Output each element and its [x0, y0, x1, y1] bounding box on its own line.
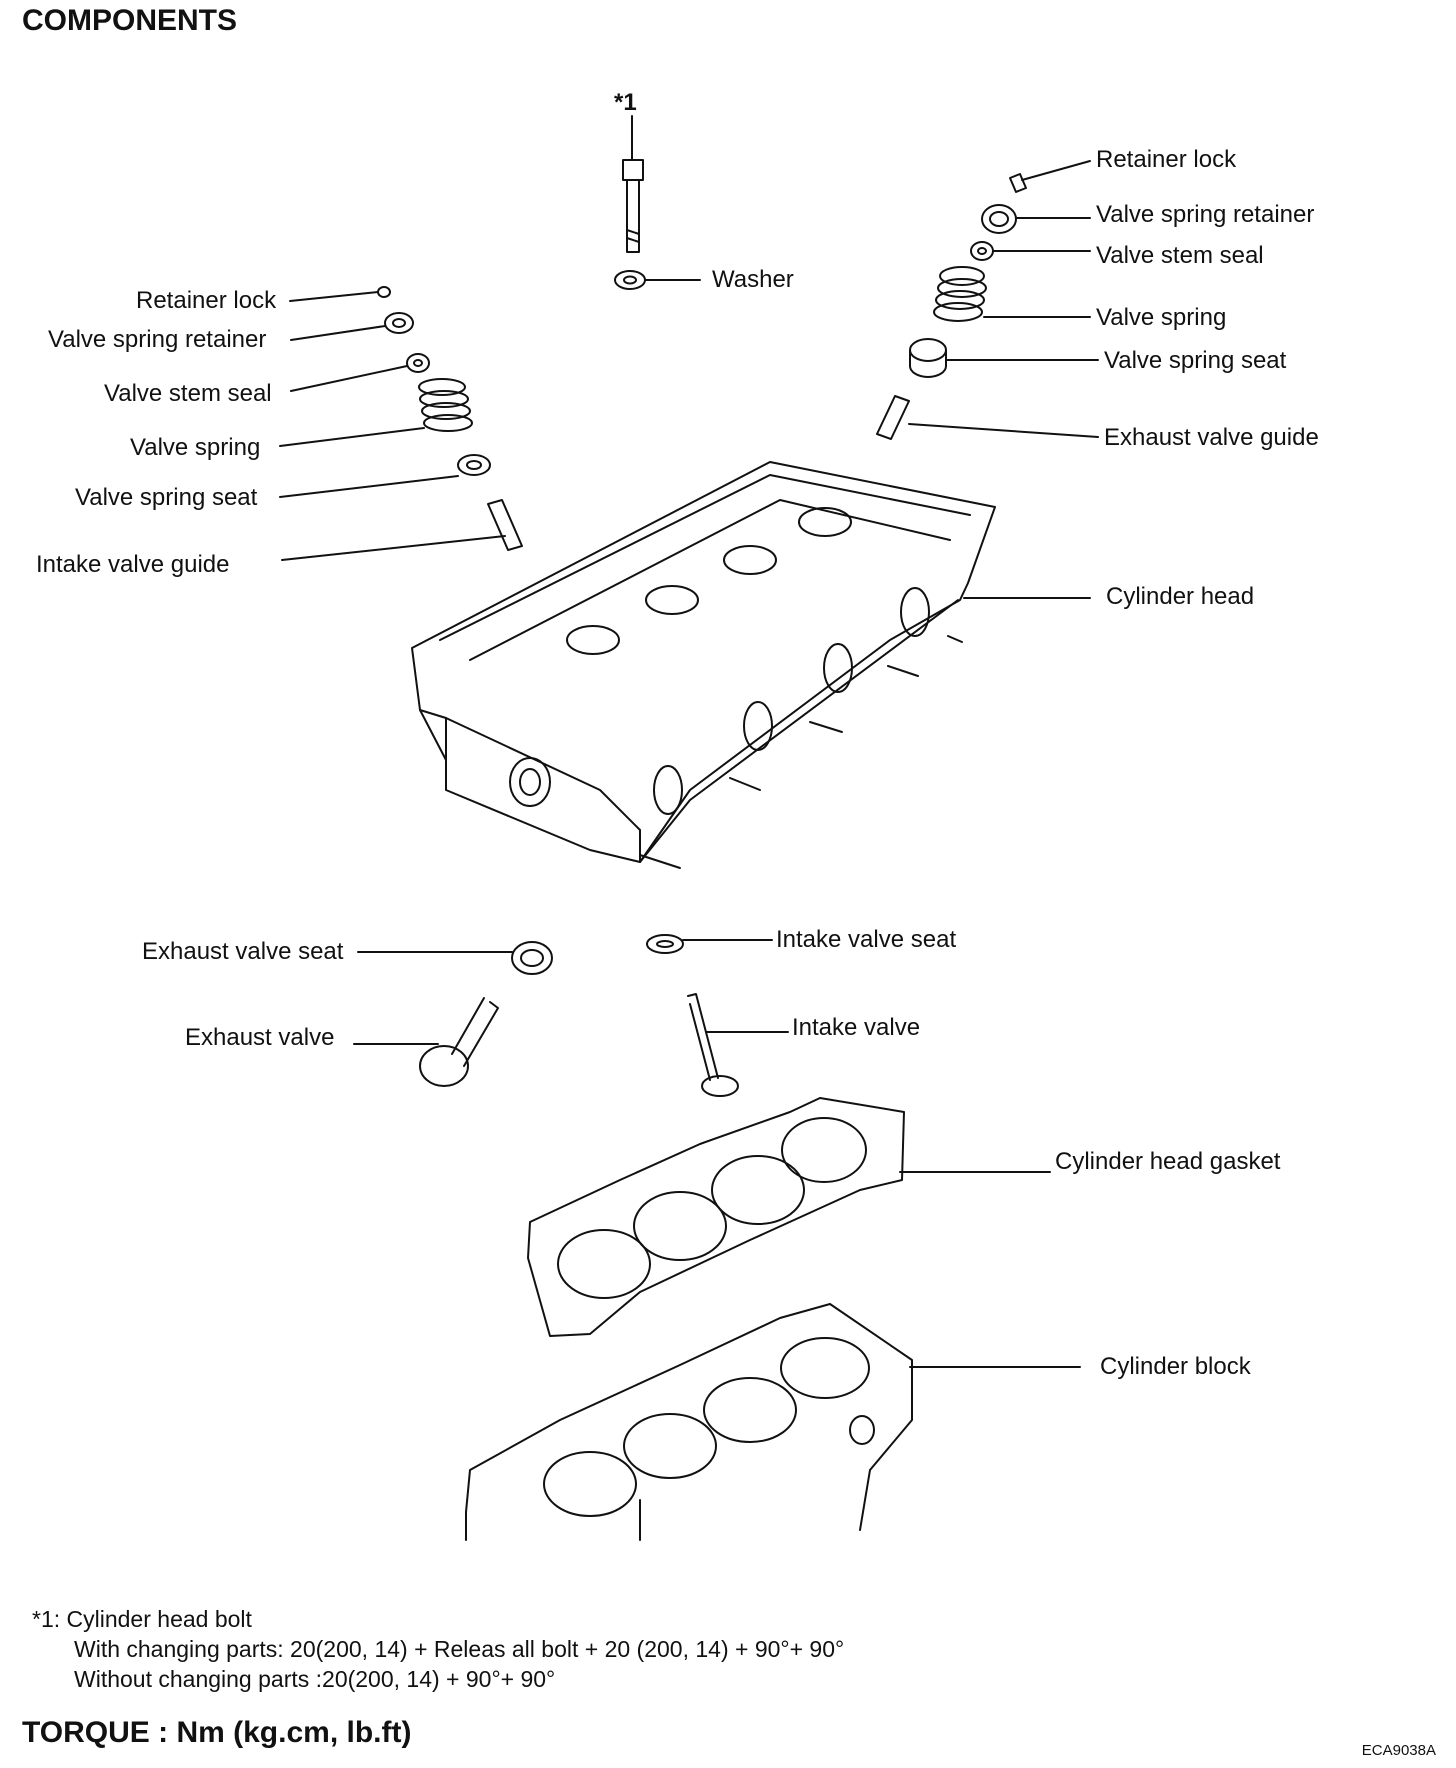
figure-code: ECA9038A — [1361, 1742, 1436, 1759]
right-valve-stem-seal-label: Valve stem seal — [1096, 242, 1264, 269]
valve-seats-and-valves — [353, 934, 789, 1097]
exhaust-valve-guide-label: Exhaust valve guide — [1104, 424, 1319, 451]
torque-units-heading: TORQUE : Nm (kg.cm, lb.ft) — [22, 1716, 412, 1749]
bolt-reference-label: *1 — [614, 89, 637, 116]
cylinder-head-gasket-label: Cylinder head gasket — [1055, 1148, 1281, 1175]
exhaust-valve-label: Exhaust valve — [185, 1024, 335, 1051]
right-valve-spring-seat-label: Valve spring seat — [1104, 347, 1287, 374]
exhaust-valve-seat-label: Exhaust valve seat — [142, 938, 344, 965]
cylinder-head-gasket-part — [527, 1097, 1051, 1337]
left-valve-stem-seal-label: Valve stem seal — [104, 380, 272, 407]
right-retainer-lock-label: Retainer lock — [1096, 146, 1237, 173]
cylinder-head-part — [411, 461, 1091, 869]
left-retainer-lock-label: Retainer lock — [136, 287, 277, 314]
washer-label: Washer — [712, 266, 794, 293]
torque-notes: *1: Cylinder head bolt With changing par… — [32, 1604, 844, 1694]
cylinder-block-part — [465, 1303, 1081, 1541]
left-valve-spring-seat-label: Valve spring seat — [75, 484, 258, 511]
left-valve-spring-label: Valve spring — [130, 434, 261, 461]
right-valve-train-parts — [876, 160, 1099, 440]
washer-part — [614, 270, 701, 290]
right-valve-spring-retainer-label: Valve spring retainer — [1096, 201, 1315, 228]
right-valve-spring-label: Valve spring — [1096, 304, 1227, 331]
cylinder-head-label: Cylinder head — [1106, 583, 1255, 610]
note-without-changing-parts: Without changing parts :20(200, 14) + 90… — [74, 1666, 556, 1692]
intake-valve-seat-label: Intake valve seat — [776, 926, 957, 953]
page-title: COMPONENTS — [22, 4, 238, 37]
cylinder-block-label: Cylinder block — [1100, 1353, 1251, 1380]
note-bolt-title: *1: Cylinder head bolt — [32, 1606, 252, 1632]
left-valve-spring-retainer-label: Valve spring retainer — [48, 326, 267, 353]
intake-valve-guide-label: Intake valve guide — [36, 551, 230, 578]
cylinder-head-bolt-part — [622, 115, 644, 253]
intake-valve-label: Intake valve — [792, 1014, 921, 1041]
note-with-changing-parts: With changing parts: 20(200, 14) + Relea… — [74, 1636, 845, 1662]
left-valve-train-parts — [279, 286, 523, 561]
